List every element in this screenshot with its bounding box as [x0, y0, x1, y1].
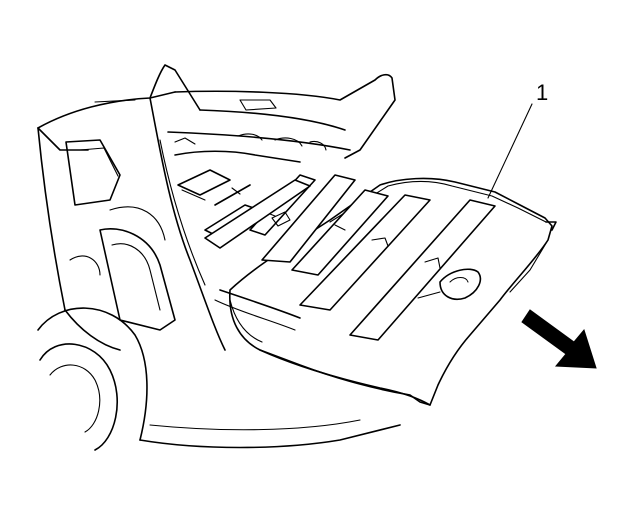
- callout-1: 1: [487, 80, 548, 199]
- callout-1-label: 1: [536, 80, 548, 105]
- liftgate: [94, 64, 396, 159]
- trim-panel: [204, 174, 557, 406]
- vehicle-body: [37, 91, 401, 451]
- callout-1-leader: [487, 103, 533, 199]
- arrow-down-right-icon: [521, 309, 597, 369]
